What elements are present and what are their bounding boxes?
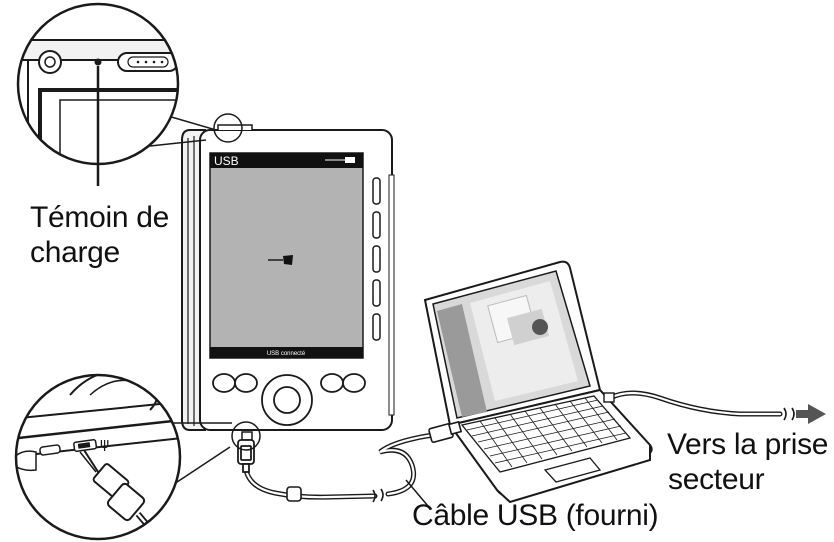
screen-footer-status: USB connecté	[267, 351, 306, 357]
charge-indicator-label-line1: Témoin de	[30, 201, 170, 234]
reader-screen	[209, 152, 364, 359]
svg-text:ψ: ψ	[100, 436, 109, 452]
usb-cable	[243, 431, 443, 500]
zoom-circle-bottom: ψ	[16, 375, 180, 539]
reader-controls	[212, 373, 366, 426]
usb-a-plug	[428, 420, 463, 443]
arrow-right-icon	[796, 404, 826, 424]
mini-usb-plug	[237, 439, 255, 473]
laptop	[423, 260, 653, 504]
power-outlet-label-line2: secteur	[668, 463, 765, 496]
screen-header-title: USB	[214, 154, 239, 168]
side-buttons	[372, 177, 381, 341]
charge-indicator-label-line2: charge	[30, 236, 120, 269]
power-outlet-label-line1: Vers la prise	[667, 428, 829, 461]
usb-cable-label: Câble USB (fourni)	[412, 499, 659, 532]
usb-plug-icon	[268, 255, 293, 265]
